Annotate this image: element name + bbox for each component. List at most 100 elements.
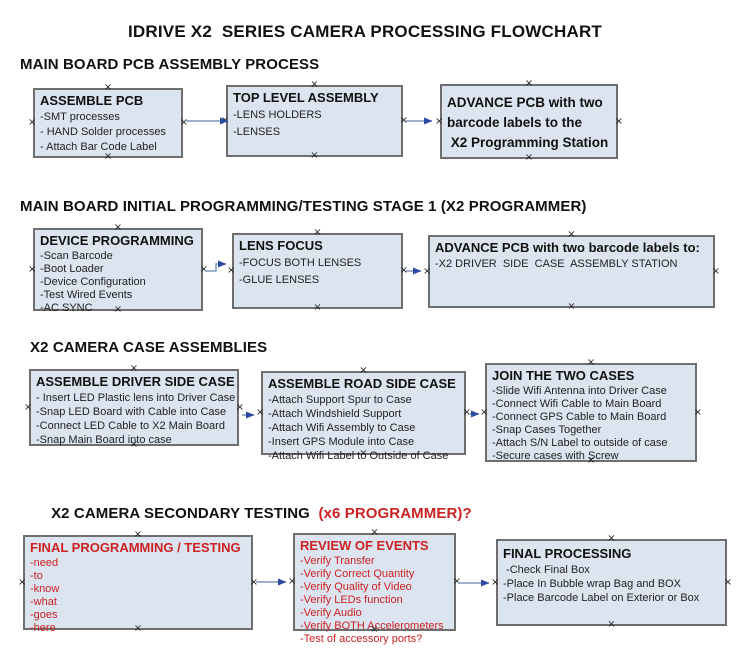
connector-handle-icon: × (452, 576, 461, 587)
box-item: -Secure cases with Screw (492, 450, 619, 462)
box-item: -Place In Bubble wrap Bag and BOX (503, 578, 681, 590)
flow-box-review-of-events[interactable]: REVIEW OF EVENTS -Verify Transfer-Verify… (288, 528, 461, 646)
connector-handle-icon: × (113, 222, 123, 233)
connector-handle-icon: × (711, 265, 720, 277)
flow-box-device-programming[interactable]: DEVICE PROGRAMMING -Scan Barcode-Boot Lo… (28, 222, 208, 315)
connector-handle-icon: × (567, 229, 576, 240)
flow-box-final-processing[interactable]: FINAL PROCESSING -Check Final Box -Place … (491, 534, 732, 630)
box-item: -Verify Correct Quantity (300, 568, 415, 580)
box-item: -FOCUS BOTH LENSES (239, 257, 362, 269)
box-title: DEVICE PROGRAMMING (40, 233, 194, 248)
flow-box-join-the-two-cases[interactable]: JOIN THE TWO CASES -Slide Wifi Antenna i… (480, 357, 702, 466)
box-item: -Device Configuration (40, 276, 146, 288)
box-item: -GLUE LENSES (239, 273, 320, 286)
flow-box-assemble-road-side-case[interactable]: ASSEMBLE ROAD SIDE CASE -Attach Support … (256, 365, 471, 463)
box-item: -LENS HOLDERS (233, 109, 322, 121)
connector-handle-icon: × (227, 265, 236, 276)
box-item: -AC SYNC (40, 302, 93, 314)
page-title: IDRIVE X2 SERIES CAMERA PROCESSING FLOWC… (127, 22, 603, 41)
box-title: ASSEMBLE ROAD SIDE CASE (268, 376, 456, 391)
box-item: -to (30, 570, 43, 582)
connector-handle-icon: × (129, 363, 139, 374)
box-items: -LENS HOLDERS -LENSES (233, 107, 397, 140)
section-heading-initial-programming: MAIN BOARD INITIAL PROGRAMMING/TESTING S… (20, 198, 587, 215)
connector-handle-icon: × (524, 152, 534, 163)
connector-handle-icon: × (179, 117, 188, 128)
box-item: -LENSES (233, 125, 281, 138)
connector-handle-icon: × (435, 115, 444, 127)
box-item: -X2 DRIVER SIDE CASE ASSEMBLY STATION (435, 258, 678, 270)
connector-handle-icon: × (359, 365, 368, 376)
section-heading-black-part: X2 CAMERA SECONDARY TESTING (51, 505, 315, 522)
box-item: -Snap Main Board into case (36, 434, 172, 446)
flow-box-assemble-driver-side-case[interactable]: ASSEMBLE DRIVER SIDE CASE - Insert LED P… (24, 363, 244, 450)
connector-handle-icon: × (607, 619, 616, 630)
box-title: ASSEMBLE DRIVER SIDE CASE (36, 374, 235, 389)
box-item: -Connect LED Cable to X2 Main Board (36, 420, 225, 432)
box-item: -Check Final Box (503, 564, 590, 576)
box-item: - Attach Bar Code Label (40, 141, 157, 153)
box-item: -Verify Audio (300, 607, 362, 619)
box-item: -Connect Wifi Cable to Main Board (492, 398, 662, 410)
box-item: -Attach Support Spur to Case (268, 394, 412, 406)
flow-box-lens-focus[interactable]: LENS FOCUS -FOCUS BOTH LENSES -GLUE LENSE… (227, 227, 408, 313)
section-heading-case-assemblies: X2 CAMERA CASE ASSEMBLIES (30, 339, 268, 356)
box-item: -Place Barcode Label on Exterior or Box (503, 592, 700, 604)
box-item: -Snap Cases Together (492, 424, 602, 436)
box-title: LENS FOCUS (239, 238, 323, 253)
box-title: REVIEW OF EVENTS (300, 538, 429, 553)
flow-box-top-level-assembly[interactable]: TOP LEVEL ASSEMBLY -LENS HOLDERS-LENSES … (221, 79, 408, 161)
connector-handle-icon: × (423, 265, 432, 277)
box-title: ADVANCE PCB with two barcode labels to: (435, 240, 700, 255)
box-item: - HAND Solder processes (40, 126, 166, 138)
flow-box-advance-pcb-driver-side[interactable]: ADVANCE PCB with two barcode labels to: … (423, 229, 720, 312)
connector-handle-icon: × (310, 79, 319, 90)
section-heading-red-part: (x6 PROGRAMMER)? (314, 505, 472, 522)
box-item: -Verify Quality of Video (300, 581, 412, 593)
connector-handle-icon: × (221, 115, 230, 126)
flow-box-advance-pcb-programming-station[interactable]: ADVANCE PCB with two barcode labels to t… (435, 79, 623, 163)
box-title: TOP LEVEL ASSEMBLY (233, 90, 379, 105)
connector-handle-icon: × (310, 150, 319, 161)
box-title: FINAL PROGRAMMING / TESTING (30, 540, 241, 555)
flow-box-final-programming-testing[interactable]: FINAL PROGRAMMING / TESTING -need-to-kno… (18, 530, 258, 635)
connector-handle-icon: × (199, 263, 208, 275)
connector-handle-icon: × (28, 117, 37, 128)
connector-handle-icon: × (723, 576, 732, 588)
connector-handle-icon: × (586, 357, 596, 368)
box-item: -Connect GPS Cable to Main Board (492, 411, 667, 423)
box-items: -need-to-know-what-goes-here (30, 557, 247, 635)
connector-handle-icon: × (399, 265, 408, 276)
box-items: -Verify Transfer-Verify Correct Quantity… (300, 555, 450, 646)
box-items: -SMT processes- HAND Solder processes- A… (40, 110, 177, 155)
connector-handle-icon: × (462, 407, 471, 418)
box-item: -here (30, 622, 56, 634)
box-item: -know (30, 583, 60, 595)
box-item: -Attach Windshield Support (268, 408, 402, 420)
box-title: ADVANCE PCB with two barcode labels to t… (447, 95, 609, 150)
connector-handle-icon: × (256, 407, 265, 418)
box-item: -Verify BOTH Accelerometers (300, 620, 444, 632)
connector-handle-icon: × (235, 401, 244, 413)
flow-box-assemble-pcb[interactable]: ASSEMBLE PCB -SMT processes- HAND Solder… (28, 83, 188, 162)
box-item: -goes (30, 609, 58, 621)
box-title: FINAL PROCESSING (503, 546, 632, 561)
connector-handle-icon: × (614, 115, 623, 127)
connector-handle-icon: × (28, 263, 37, 275)
connector-handle-icon: × (399, 115, 408, 126)
connector-handle-icon: × (313, 227, 322, 238)
box-item: -Slide Wifi Antenna into Driver Case (492, 385, 667, 397)
section-heading-pcb-assembly: MAIN BOARD PCB ASSEMBLY PROCESS (20, 56, 320, 73)
connector-handle-icon: × (480, 406, 489, 418)
box-items: -Scan Barcode-Boot Loader-Device Configu… (40, 250, 197, 315)
connector-handle-icon: × (249, 576, 258, 588)
box-item: -Scan Barcode (40, 250, 113, 262)
box-title: JOIN THE TWO CASES (492, 368, 635, 383)
box-title: ASSEMBLE PCB (40, 93, 144, 108)
box-item: - Insert LED Plastic lens into Driver Ca… (36, 392, 236, 404)
box-item: -Test Wired Events (40, 289, 133, 301)
connector-handle-icon: × (491, 576, 500, 588)
box-items: -FOCUS BOTH LENSES -GLUE LENSES (239, 255, 397, 288)
box-items: -X2 DRIVER SIDE CASE ASSEMBLY STATION (435, 257, 709, 271)
